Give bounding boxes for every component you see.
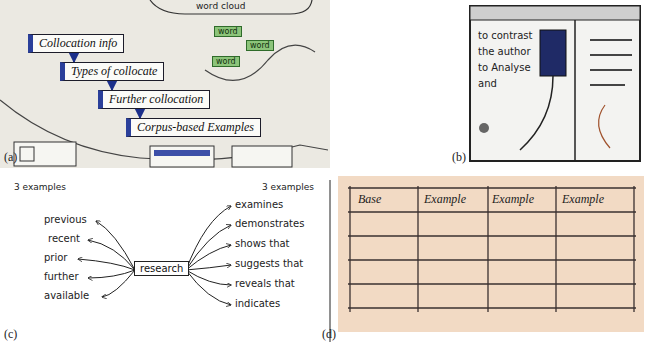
table-line — [348, 187, 636, 188]
mindmap-word: further — [44, 271, 79, 282]
panel-label: (c) — [4, 327, 17, 342]
mindmap-word: shows that — [235, 238, 290, 249]
mindmap-arrow — [186, 206, 231, 270]
mindmap-word: previous — [44, 214, 87, 225]
sketch-line — [150, 0, 312, 14]
ui-sketch-line — [590, 84, 625, 86]
mindmap-note: 3 examples — [262, 182, 314, 192]
whiteboard-photo — [0, 0, 330, 168]
mindmap-arrow — [88, 240, 135, 270]
sketch-note: word cloud — [196, 1, 245, 11]
node-text: word — [250, 41, 270, 50]
panel-label: (b) — [452, 150, 466, 165]
ui-sketch-divider — [574, 20, 576, 161]
window-sketch — [154, 150, 210, 156]
word-tag: word — [214, 26, 242, 37]
table-line — [348, 235, 636, 236]
table-line — [348, 283, 636, 284]
table-cell: Base — [358, 192, 381, 207]
mindmap-arrow — [88, 270, 135, 278]
flow-arrow — [73, 53, 75, 62]
mindmap-arrow — [102, 270, 135, 297]
ui-sketch-line — [520, 76, 553, 150]
mindmap-word: available — [44, 290, 89, 301]
ui-sketch-line — [590, 54, 632, 56]
ui-text: to contrast — [478, 30, 532, 41]
window-sketch — [150, 146, 214, 167]
ui-sketch-titlebar — [470, 6, 640, 20]
table-line — [417, 186, 418, 312]
mindmap-arrow — [186, 270, 231, 285]
mindmap-word: examines — [235, 199, 283, 210]
flow-arrow — [111, 81, 113, 90]
ui-sketch-line — [590, 39, 632, 41]
ui-sketch-frame — [470, 6, 640, 161]
node-text: word — [218, 27, 238, 36]
table-grid — [348, 186, 636, 312]
mindmap-word: recent — [48, 233, 80, 244]
window-sketch — [14, 142, 76, 166]
panel-edge — [330, 180, 331, 342]
node-text: Types of collocate — [71, 64, 157, 79]
ui-sketch-button — [479, 123, 489, 133]
table-cell: Example — [424, 192, 466, 207]
mindmap-word: suggests that — [235, 258, 303, 269]
node-text: word — [216, 57, 236, 66]
mindmap-word: reveals that — [235, 278, 295, 289]
mindmap-word: indicates — [235, 298, 280, 309]
node-text: Collocation info — [39, 36, 117, 51]
table-line — [349, 186, 350, 312]
mindmap-note: 3 examples — [14, 182, 66, 192]
table-line — [487, 186, 488, 312]
table-cell: Example — [562, 192, 604, 207]
ui-text: to Analyse — [478, 62, 531, 73]
mindmap-arrow — [186, 245, 231, 270]
ui-sketch-line — [590, 69, 632, 71]
ui-text: and — [478, 78, 497, 89]
process-box: Corpus-based Examples — [126, 118, 261, 137]
table-line — [633, 186, 634, 312]
process-box: Collocation info — [28, 34, 124, 53]
mindmap-word: prior — [44, 252, 67, 263]
table-cell: Example — [492, 192, 534, 207]
window-sketch — [20, 147, 34, 161]
window-sketch — [232, 146, 292, 167]
ui-sketch-scribble — [599, 105, 610, 148]
mindmap-word: demonstrates — [235, 218, 304, 229]
panel-label: (d) — [322, 327, 336, 342]
mindmap-arrow — [186, 270, 231, 305]
ui-text: the author — [478, 46, 531, 57]
mindmap-arrow — [186, 225, 231, 270]
table-line — [555, 186, 556, 312]
process-box: Types of collocate — [60, 62, 164, 81]
ui-sketch-popup — [540, 30, 566, 76]
mindmap-arrow — [78, 259, 135, 270]
mindmap-arrow — [186, 265, 231, 270]
word-tag: word — [246, 40, 274, 51]
word-tag: word — [212, 56, 240, 67]
table-line — [348, 307, 636, 308]
table-line — [348, 211, 636, 212]
node-text: Corpus-based Examples — [137, 120, 254, 135]
flow-arrow — [139, 109, 141, 118]
process-box: Further collocation — [98, 90, 210, 109]
table-line — [348, 259, 636, 260]
node-text: Further collocation — [109, 92, 203, 107]
concept-box: research — [134, 261, 189, 276]
node-text: research — [140, 263, 183, 274]
paper-photo — [338, 176, 644, 332]
panel-label: (a) — [4, 150, 17, 165]
